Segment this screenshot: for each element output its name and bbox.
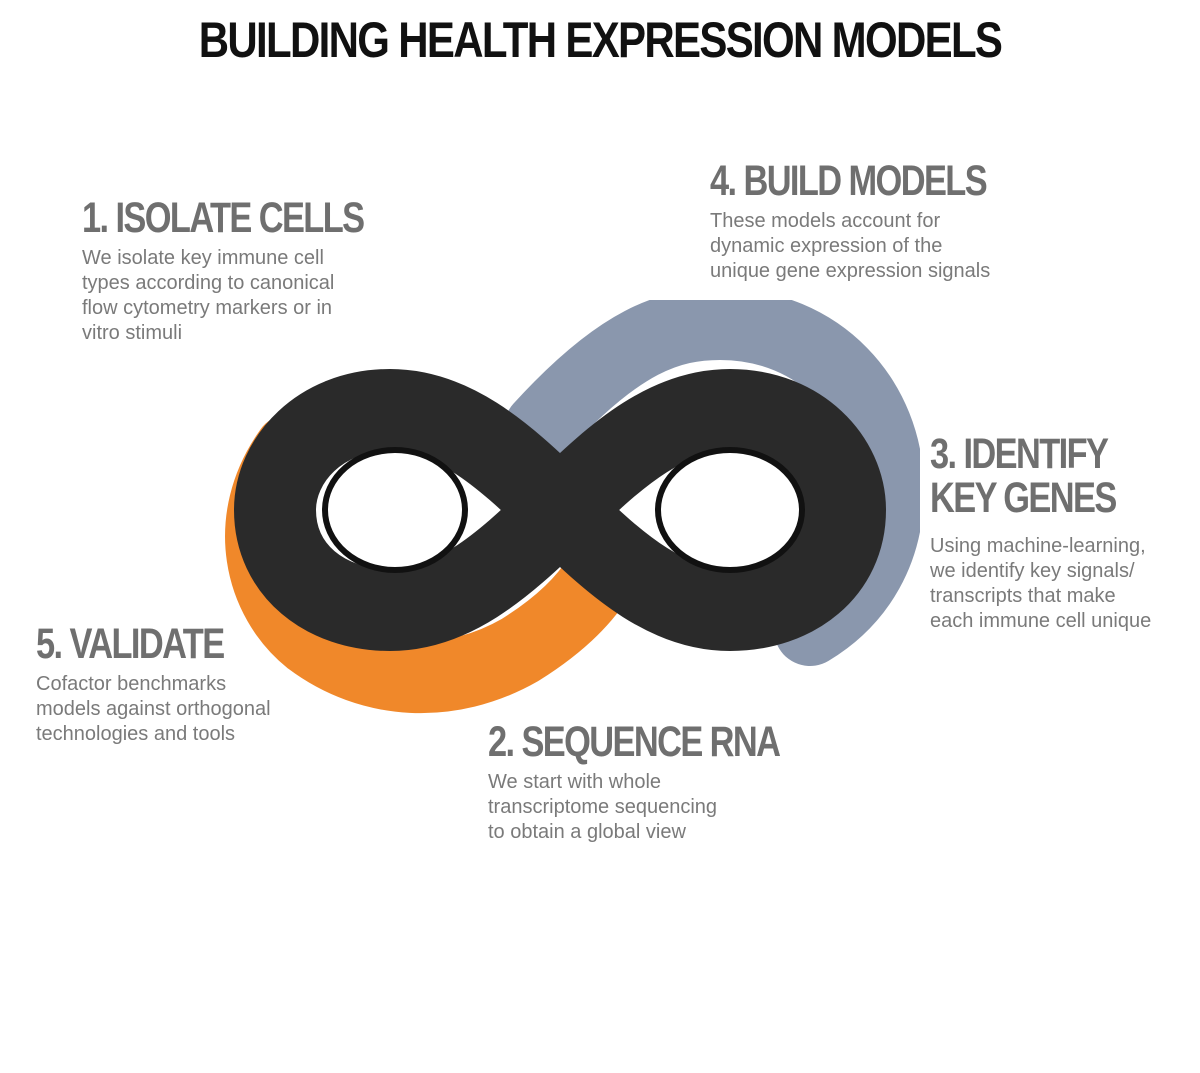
description-line: types according to canonical (82, 272, 335, 294)
step-heading: 5. VALIDATE (36, 620, 225, 668)
description-line: models against orthogonal (36, 698, 271, 720)
step-description: We isolate key immune cell types accordi… (82, 246, 434, 346)
heading-line: 3. IDENTIFY (930, 430, 1109, 478)
description-line: we identify key signals/ (930, 560, 1135, 582)
step-description: Cofactor benchmarks models against ortho… (36, 672, 271, 747)
description-line: to obtain a global view (488, 821, 686, 843)
description-line: vitro stimuli (82, 322, 183, 344)
description-line: technologies and tools (36, 723, 236, 745)
description-line: each immune cell unique (930, 610, 1152, 632)
step-heading: 3. IDENTIFY KEY GENES (930, 430, 1117, 522)
right-hole-edge (655, 447, 805, 573)
step-description: Using machine-learning, we identify key … (930, 534, 1162, 634)
description-line: Cofactor benchmarks (36, 673, 227, 695)
diagram-title: BUILDING HEALTH EXPRESSION MODELS (198, 12, 1003, 68)
infinity-band (234, 369, 886, 651)
step-build-models: 4. BUILD MODELS These models account for… (710, 159, 1055, 284)
description-line: We start with whole (488, 771, 662, 793)
description-line: flow cytometry markers or in (82, 297, 333, 319)
step-heading: 1. ISOLATE CELLS (82, 194, 365, 242)
left-hole-edge (322, 447, 468, 573)
step-heading: 4. BUILD MODELS (710, 157, 988, 205)
description-line: transcriptome sequencing (488, 796, 718, 818)
step-identify-key-genes: 3. IDENTIFY KEY GENES Using machine-lear… (930, 432, 1162, 634)
heading-line: KEY GENES (930, 474, 1117, 522)
step-isolate-cells: 1. ISOLATE CELLS We isolate key immune c… (82, 196, 434, 346)
description-line: dynamic expression of the (710, 235, 943, 257)
step-validate: 5. VALIDATE Cofactor benchmarks models a… (36, 622, 271, 747)
description-line: Using machine-learning, (930, 535, 1146, 557)
description-line: We isolate key immune cell (82, 247, 324, 269)
step-heading: 2. SEQUENCE RNA (488, 718, 781, 766)
step-description: We start with whole transcriptome sequen… (488, 770, 852, 845)
step-description: These models account for dynamic express… (710, 209, 1055, 284)
infinity-loop-graphic (225, 300, 920, 714)
step-sequence-rna: 2. SEQUENCE RNA We start with whole tran… (488, 720, 852, 845)
description-line: unique gene expression signals (710, 260, 991, 282)
description-line: These models account for (710, 210, 941, 232)
description-line: transcripts that make (930, 585, 1116, 607)
